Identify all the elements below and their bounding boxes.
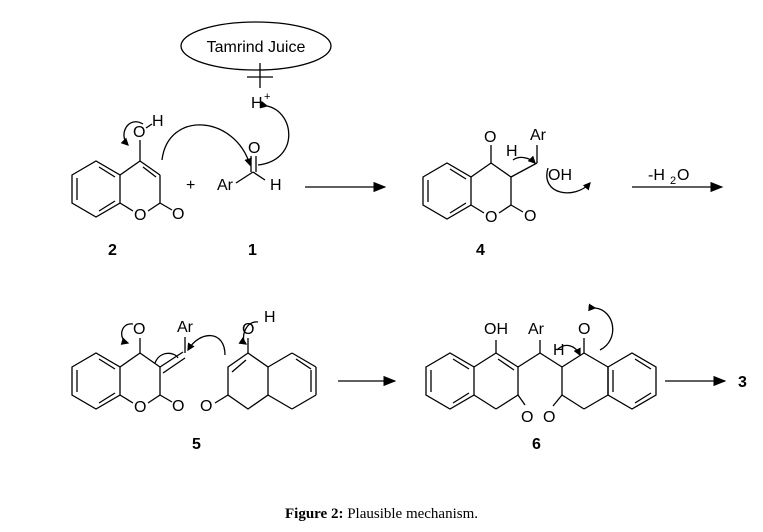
product-number-3: 3 bbox=[738, 374, 747, 391]
svg-text:2: 2 bbox=[670, 175, 676, 187]
svg-text:Ar: Ar bbox=[528, 321, 545, 338]
svg-text:H: H bbox=[152, 113, 164, 130]
svg-text:H: H bbox=[270, 177, 282, 194]
compound-number-5: 5 bbox=[192, 436, 201, 453]
intermediate-6: OH Ar H O O O 6 bbox=[425, 303, 657, 453]
svg-text:O: O bbox=[248, 140, 260, 157]
svg-text:O: O bbox=[578, 321, 590, 338]
plus-sign: + bbox=[186, 177, 195, 194]
svg-text:O: O bbox=[200, 398, 212, 415]
figure-caption: Figure 2: Plausible mechanism. bbox=[0, 506, 763, 523]
svg-text:H: H bbox=[264, 309, 276, 326]
compound-number-2: 2 bbox=[108, 242, 117, 259]
svg-text:O: O bbox=[524, 208, 536, 225]
svg-text:OH: OH bbox=[548, 167, 572, 184]
svg-text:Ar: Ar bbox=[217, 177, 234, 194]
caption-label: Figure 2: bbox=[284, 506, 344, 522]
svg-text:O: O bbox=[134, 207, 146, 224]
dehydration-arrow: -H 2 O bbox=[632, 167, 724, 193]
intermediate-5: O Ar O O O H O 5 bbox=[71, 309, 317, 453]
compound-number-6: 6 bbox=[532, 436, 541, 453]
svg-text:O: O bbox=[242, 321, 254, 338]
svg-text:H: H bbox=[553, 342, 565, 359]
compound-number-1: 1 bbox=[248, 242, 257, 259]
svg-text:O: O bbox=[521, 409, 533, 426]
svg-text:Ar: Ar bbox=[177, 319, 194, 336]
catalyst-ellipse bbox=[180, 21, 332, 71]
intermediate-4: O H Ar OH O O 4 bbox=[422, 127, 591, 259]
svg-text:Ar: Ar bbox=[530, 127, 547, 144]
svg-text:H: H bbox=[506, 143, 518, 160]
svg-text:O: O bbox=[484, 129, 496, 146]
catalyst: Tamrind Juice H + bbox=[180, 21, 332, 112]
svg-text:O: O bbox=[133, 124, 145, 141]
svg-text:O: O bbox=[485, 209, 497, 226]
svg-text:O: O bbox=[543, 409, 555, 426]
catalyst-label: Tamrind Juice bbox=[207, 39, 306, 56]
svg-text:OH: OH bbox=[484, 321, 508, 338]
compound-1: Ar H O 1 bbox=[217, 140, 282, 259]
compound-2: O H O O 2 bbox=[71, 113, 184, 259]
svg-text:O: O bbox=[172, 398, 184, 415]
svg-text:+: + bbox=[264, 91, 270, 103]
caption-text: Plausible mechanism. bbox=[343, 506, 479, 522]
compound-number-4: 4 bbox=[476, 242, 485, 259]
svg-text:O: O bbox=[172, 206, 184, 223]
svg-text:O: O bbox=[133, 321, 145, 338]
svg-text:O: O bbox=[134, 399, 146, 416]
svg-text:O: O bbox=[677, 167, 689, 184]
proton-label: H bbox=[251, 95, 263, 112]
svg-text:-H: -H bbox=[648, 167, 665, 184]
